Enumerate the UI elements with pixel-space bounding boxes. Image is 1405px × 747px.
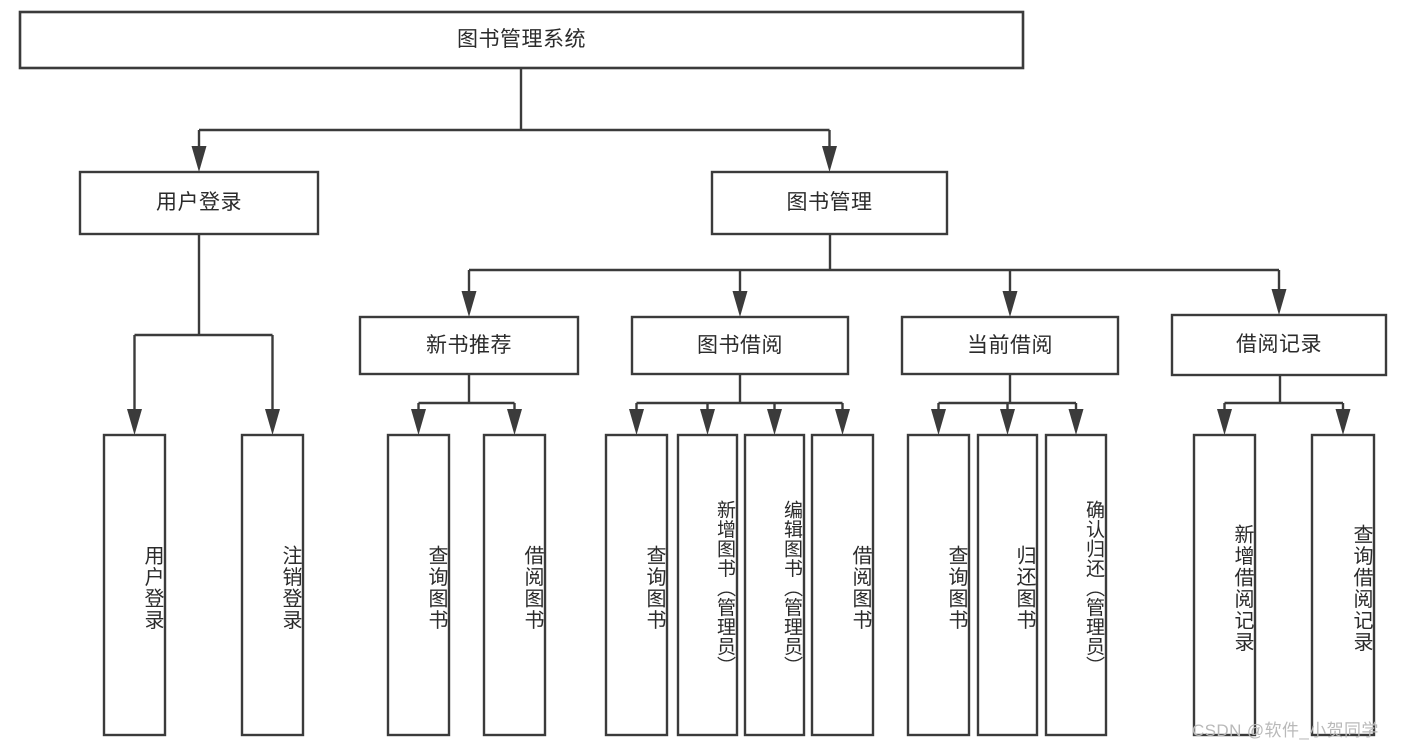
arrow-head-icon <box>127 409 142 435</box>
arrow-head-icon <box>767 409 782 435</box>
arrow-head-icon <box>1068 409 1084 435</box>
node-box-leaf-return-book[interactable] <box>976 433 1039 737</box>
arrow-head-icon <box>629 409 644 435</box>
arrow-head-icon <box>1002 291 1018 317</box>
node-box-user-login[interactable] <box>78 170 320 236</box>
arrow-head-icon <box>265 409 280 435</box>
edges-layer <box>127 68 1351 435</box>
node-box-leaf-query-record[interactable] <box>1310 433 1376 737</box>
node-box-leaf-query-book-1[interactable] <box>386 433 451 737</box>
arrow-head-icon <box>931 409 946 435</box>
node-box-leaf-query-book-3[interactable] <box>906 433 971 737</box>
node-box-new-book-recommend[interactable] <box>358 315 580 376</box>
node-box-borrow-record[interactable] <box>1170 313 1388 377</box>
arrow-head-icon <box>732 291 748 317</box>
node-box-leaf-borrow-book-1[interactable] <box>482 433 547 737</box>
arrow-head-icon <box>1271 289 1287 315</box>
node-box-root[interactable] <box>18 10 1025 70</box>
node-box-book-borrow[interactable] <box>630 315 850 376</box>
arrow-head-icon <box>822 146 837 172</box>
arrow-head-icon <box>1000 409 1015 435</box>
node-box-leaf-edit-book[interactable] <box>743 433 806 737</box>
node-box-leaf-query-book-2[interactable] <box>604 433 669 737</box>
node-shapes-layer <box>18 10 1388 737</box>
arrow-head-icon <box>411 409 426 435</box>
arrow-head-icon <box>507 409 522 435</box>
arrow-head-icon <box>1217 409 1232 435</box>
arrow-head-icon <box>1335 409 1351 435</box>
node-box-leaf-add-book[interactable] <box>676 433 739 737</box>
arrow-head-icon <box>835 409 850 435</box>
csdn-watermark: CSDN @软件_小贺同学 <box>1192 721 1379 740</box>
node-box-current-borrow[interactable] <box>900 315 1120 376</box>
node-box-leaf-borrow-book-2[interactable] <box>810 433 875 737</box>
node-box-book-manage[interactable] <box>710 170 949 236</box>
node-box-leaf-user-logout[interactable] <box>240 433 305 737</box>
node-box-leaf-add-record[interactable] <box>1192 433 1257 737</box>
node-box-leaf-confirm-return[interactable] <box>1044 433 1108 737</box>
arrow-head-icon <box>700 409 715 435</box>
node-box-leaf-user-login[interactable] <box>102 433 167 737</box>
arrow-head-icon <box>461 291 477 317</box>
arrow-head-icon <box>191 146 207 172</box>
